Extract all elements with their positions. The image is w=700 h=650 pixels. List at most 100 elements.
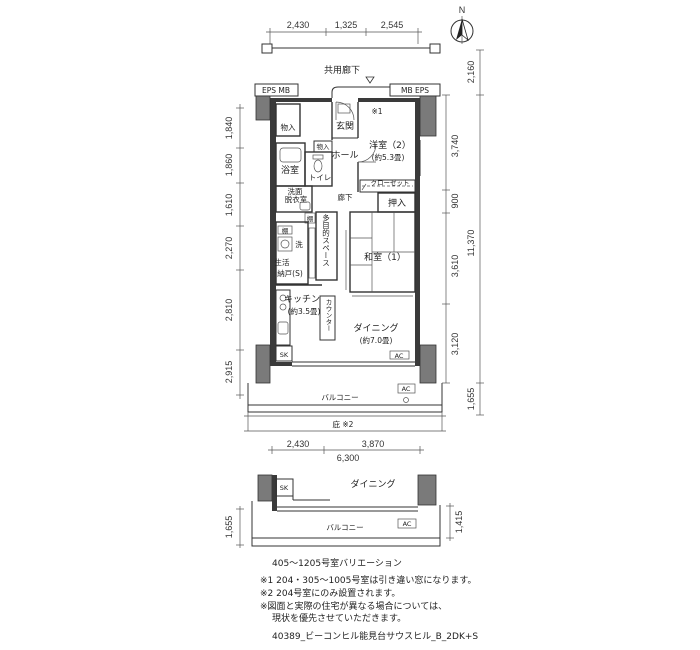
variation-wall-left [272,475,277,511]
sk-box [275,345,293,362]
ac-outdoor-box [397,383,416,394]
variation-balcony-label: バルコニー [326,523,363,532]
western-room-2-size: (約5.3畳) [372,152,405,162]
washroom-label-line1: 洗面 [288,186,303,196]
ac-indoor-box [389,350,410,360]
ac-outdoor-label: AC [402,385,411,393]
corridor-column-right [429,43,441,54]
exterior-wall-right [415,98,420,366]
oshiire-label: 押入 [388,197,406,209]
dimension-bottom-1: 2,430 [287,439,310,449]
toilet-label: トイレ [309,173,332,182]
corridor-column-left [261,43,273,54]
hall-label: ホール [331,150,358,161]
dimension-left-5: 2,810 [224,299,234,322]
room-2-door-arc [357,143,377,163]
sk-label: SK [280,351,289,359]
service-room-label-line2: 納戸(S) [277,268,303,278]
variation-column-right [417,474,437,506]
kitchen-counter [275,289,291,346]
washbasin-icon [299,201,311,211]
note-3-line-1: ※図面と実際の住宅が異なる場合については、 [260,600,447,612]
ac-indoor-label: AC [395,352,404,360]
column-top-left [255,95,271,121]
kitchen-label: キッチン [284,294,320,305]
washer-drum-icon [280,239,290,249]
shelf-2-box [277,225,293,235]
variation-ac-box [397,518,417,529]
corridor-edge [261,43,441,54]
dimension-right-outer-1: 2,160 [466,61,476,84]
entrance-marker-icon [365,76,375,84]
footer-code: 40389_ビーコンヒル能見台サウスヒル_B_2DK+S [272,630,478,642]
multipurpose-label: 多目的スペース [321,213,330,267]
bathtub-icon [279,147,302,163]
dimension-left-2: 1,860 [224,154,234,177]
variation-ac-label: AC [403,520,412,528]
mb-eps-label-right: MB EPS [401,86,429,95]
kitchen-size: (約3.5畳) [288,306,321,316]
variation-plan [251,474,441,547]
entrance-door-arc [335,101,355,121]
storage-2-label: 物入 [317,142,331,151]
corridor-label: 共用廊下 [324,64,360,76]
variation-column-left [257,474,273,502]
toilet-tank-icon [312,154,324,160]
variation-dimension-right-label: 1,415 [454,511,464,534]
entrance-shelf [337,103,351,114]
washroom-outline [275,185,313,213]
shelf-1-box [304,212,316,224]
entrance-label: 玄関 [336,120,354,132]
exterior-wall-left [270,98,276,366]
exterior-wall-top-left [270,98,332,102]
dimension-line-bottom [268,446,424,454]
variation-dimension-right [446,503,454,541]
toilet-room-outline [304,151,333,187]
column-bottom-right [419,344,437,384]
eps-mb-label-left: EPS MB [262,86,290,95]
shelf-1-label: 棚 [307,214,314,223]
washer-label: 洗 [295,239,303,249]
western-room-2-label: 洋室（2） [369,139,411,151]
dimension-top-3: 2,545 [381,20,404,30]
dimension-right-outer-2: 11,370 [466,230,476,257]
eps-mb-box-left [254,83,299,97]
exterior-wall-bottom [270,362,292,366]
balcony-railing [247,404,443,413]
mb-eps-box-right [389,83,441,97]
dining-size: (約7.0畳) [360,335,393,345]
variation-dining-label: ダイニング [350,478,395,490]
north-arrow-pointer-light [461,18,469,42]
storage-1-label: 物入 [281,122,296,132]
variation-sk-label: SK [280,484,289,492]
storage-1-outline [275,103,301,137]
dimension-line-top [266,28,422,44]
cooktop-burner-icon [279,303,287,311]
balcony-label: バルコニー [321,393,358,402]
variation-dimension-left [236,506,244,548]
variation-balcony-railing [251,537,441,547]
dimension-left-1: 1,840 [224,117,234,140]
closet-label: クローゼット [371,178,410,187]
dimension-line-left [236,104,244,399]
washer-box-icon [277,236,293,252]
dimension-right-inner-1: 3,740 [450,135,460,158]
variation-title: 405〜1205号室バリエーション [272,557,402,569]
north-label: N [459,5,466,15]
service-room-outline [275,221,309,285]
tall-shelf [308,227,316,279]
counter-label: カウンター [324,299,332,332]
exterior-wall-top-right [358,98,420,102]
multipurpose-space-outline [315,211,338,281]
balcony-drain-icon [403,397,409,403]
column-bottom-left [255,344,271,384]
north-arrow-pointer-dark [456,19,462,40]
dimension-left-6: 2,915 [224,361,234,384]
bathroom-label: 浴室 [281,164,299,176]
kitchen-sink-icon [277,321,289,335]
balcony [247,383,443,413]
exterior-walls [255,95,437,384]
dimension-right-inner-3: 3,610 [450,255,460,278]
dining-label: ダイニング [353,322,398,334]
